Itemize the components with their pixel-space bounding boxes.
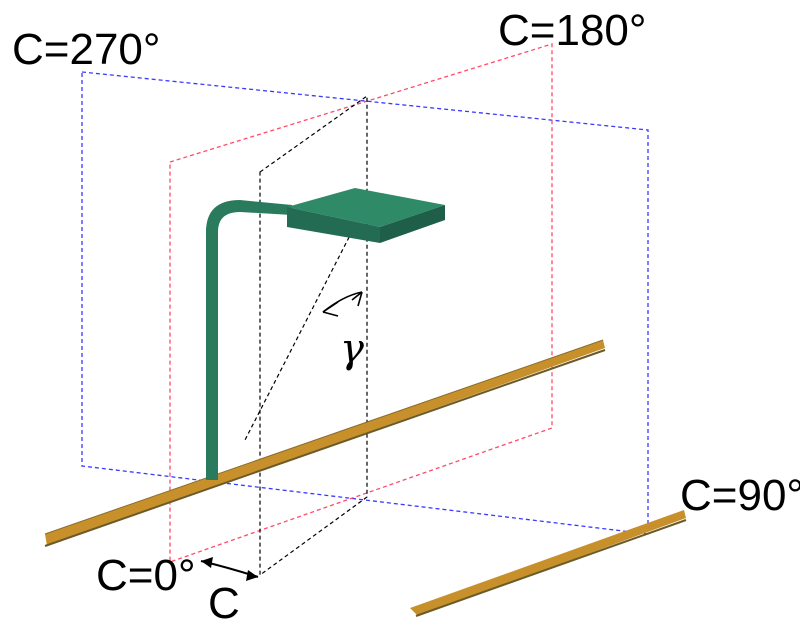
road-near	[44, 339, 606, 547]
luminaire-head	[287, 188, 445, 243]
label-c90: C=90°	[680, 471, 800, 520]
measurement-plane	[259, 94, 368, 577]
gamma-ray-line	[244, 211, 363, 441]
label-c270: C=270°	[12, 25, 160, 74]
label-c: C	[208, 579, 240, 623]
label-c0: C=0°	[96, 551, 196, 600]
road-far	[410, 510, 687, 617]
luminaire-pole	[206, 200, 292, 480]
label-gamma: γ	[340, 326, 364, 372]
label-c180: C=180°	[498, 6, 646, 55]
blue-c-plane	[81, 71, 649, 535]
red-c-plane	[169, 43, 553, 563]
gamma-angle-arrow	[322, 291, 363, 317]
c-angle-arrow	[200, 557, 259, 581]
